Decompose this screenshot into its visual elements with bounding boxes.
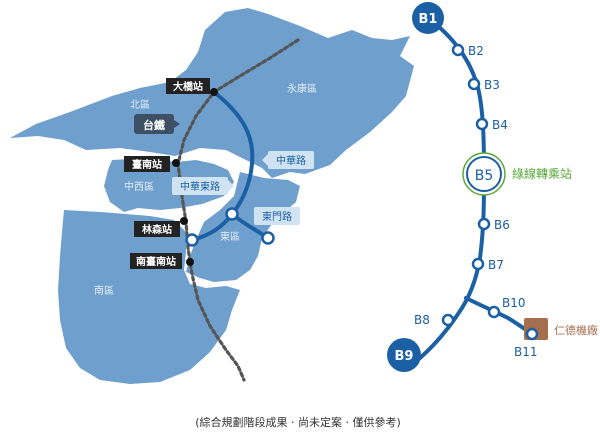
transfer-station-label: 綠線轉乘站 bbox=[512, 166, 572, 181]
south-area bbox=[58, 210, 240, 384]
stop-b5-label: B5 bbox=[475, 168, 494, 184]
badge-daqiao: 大橋站 bbox=[166, 78, 210, 94]
stop-b2-label: B2 bbox=[468, 44, 484, 58]
station-dot-south-tainan bbox=[186, 258, 194, 266]
stop-b3-label: B3 bbox=[484, 78, 500, 92]
line-diagram: B1 B2 B3 B4 B5 綠線轉乘站 B6 B7 B8 B9 B10 仁德機… bbox=[387, 2, 598, 372]
station-dot-daqiao bbox=[210, 88, 218, 96]
line-main-track bbox=[418, 16, 486, 360]
stop-b10-marker bbox=[487, 305, 501, 319]
tag-zhonghua-e-rd-label: 中華東路 bbox=[180, 180, 220, 193]
map-stop-east bbox=[225, 207, 239, 221]
east-area bbox=[186, 172, 300, 282]
tag-dongmen-rd-label: 東門路 bbox=[262, 210, 292, 223]
stop-b6-label: B6 bbox=[494, 218, 510, 232]
district-label-west-central: 中西區 bbox=[124, 180, 154, 193]
stop-b1-label: B1 bbox=[419, 12, 438, 27]
map-stop-dongmen-end bbox=[261, 231, 275, 245]
badge-tainan-label: 臺南站 bbox=[132, 158, 162, 171]
tag-tra: 台鐵 bbox=[134, 114, 180, 134]
stop-b3-marker bbox=[467, 77, 481, 91]
stop-b8-label: B8 bbox=[414, 313, 430, 327]
district-label-south: 南區 bbox=[94, 284, 114, 297]
district-label-east: 東區 bbox=[220, 230, 240, 243]
stop-b2-marker bbox=[451, 43, 465, 57]
badge-tainan: 臺南站 bbox=[124, 156, 170, 172]
stop-b6-marker bbox=[477, 217, 491, 231]
map-stop-linsen-end bbox=[185, 233, 199, 247]
badge-linsen: 林森站 bbox=[134, 221, 180, 237]
stop-b7-marker bbox=[471, 257, 485, 271]
badge-linsen-label: 林森站 bbox=[142, 223, 172, 236]
tag-zhonghua-e-rd: 中華東路 bbox=[172, 177, 234, 195]
stop-b10-label: B10 bbox=[502, 296, 526, 310]
depot-label: 仁德機廠 bbox=[554, 323, 598, 337]
badge-daqiao-label: 大橋站 bbox=[173, 80, 203, 93]
tag-zhonghua-rd: 中華路 bbox=[262, 151, 314, 169]
badge-south-tainan: 南臺南站 bbox=[130, 253, 182, 269]
stop-b11-label: B11 bbox=[514, 345, 538, 359]
footnote: (綜合規劃階段成果 · 尚未定案 · 僅供參考) bbox=[195, 415, 401, 429]
stop-b7-label: B7 bbox=[488, 258, 504, 272]
tag-dongmen-rd: 東門路 bbox=[254, 207, 300, 225]
tag-tra-label: 台鐵 bbox=[143, 118, 165, 132]
stop-b8-marker bbox=[441, 313, 455, 327]
station-dot-tainan bbox=[172, 159, 180, 167]
badge-south-tainan-label: 南臺南站 bbox=[136, 255, 176, 268]
stop-b11-marker bbox=[525, 327, 539, 341]
stop-b4-marker bbox=[475, 117, 489, 131]
district-label-yongkang: 永康區 bbox=[287, 82, 317, 95]
stop-b5-marker bbox=[466, 156, 502, 192]
stop-b9-label: B9 bbox=[395, 349, 414, 364]
railway-line bbox=[176, 38, 300, 382]
stop-b9-marker bbox=[387, 338, 421, 372]
stop-b1-marker bbox=[412, 2, 444, 34]
station-dot-linsen bbox=[180, 217, 188, 225]
tag-zhonghua-rd-label: 中華路 bbox=[276, 154, 306, 167]
stop-b4-label: B4 bbox=[492, 118, 508, 132]
district-label-north: 北區 bbox=[130, 99, 150, 111]
